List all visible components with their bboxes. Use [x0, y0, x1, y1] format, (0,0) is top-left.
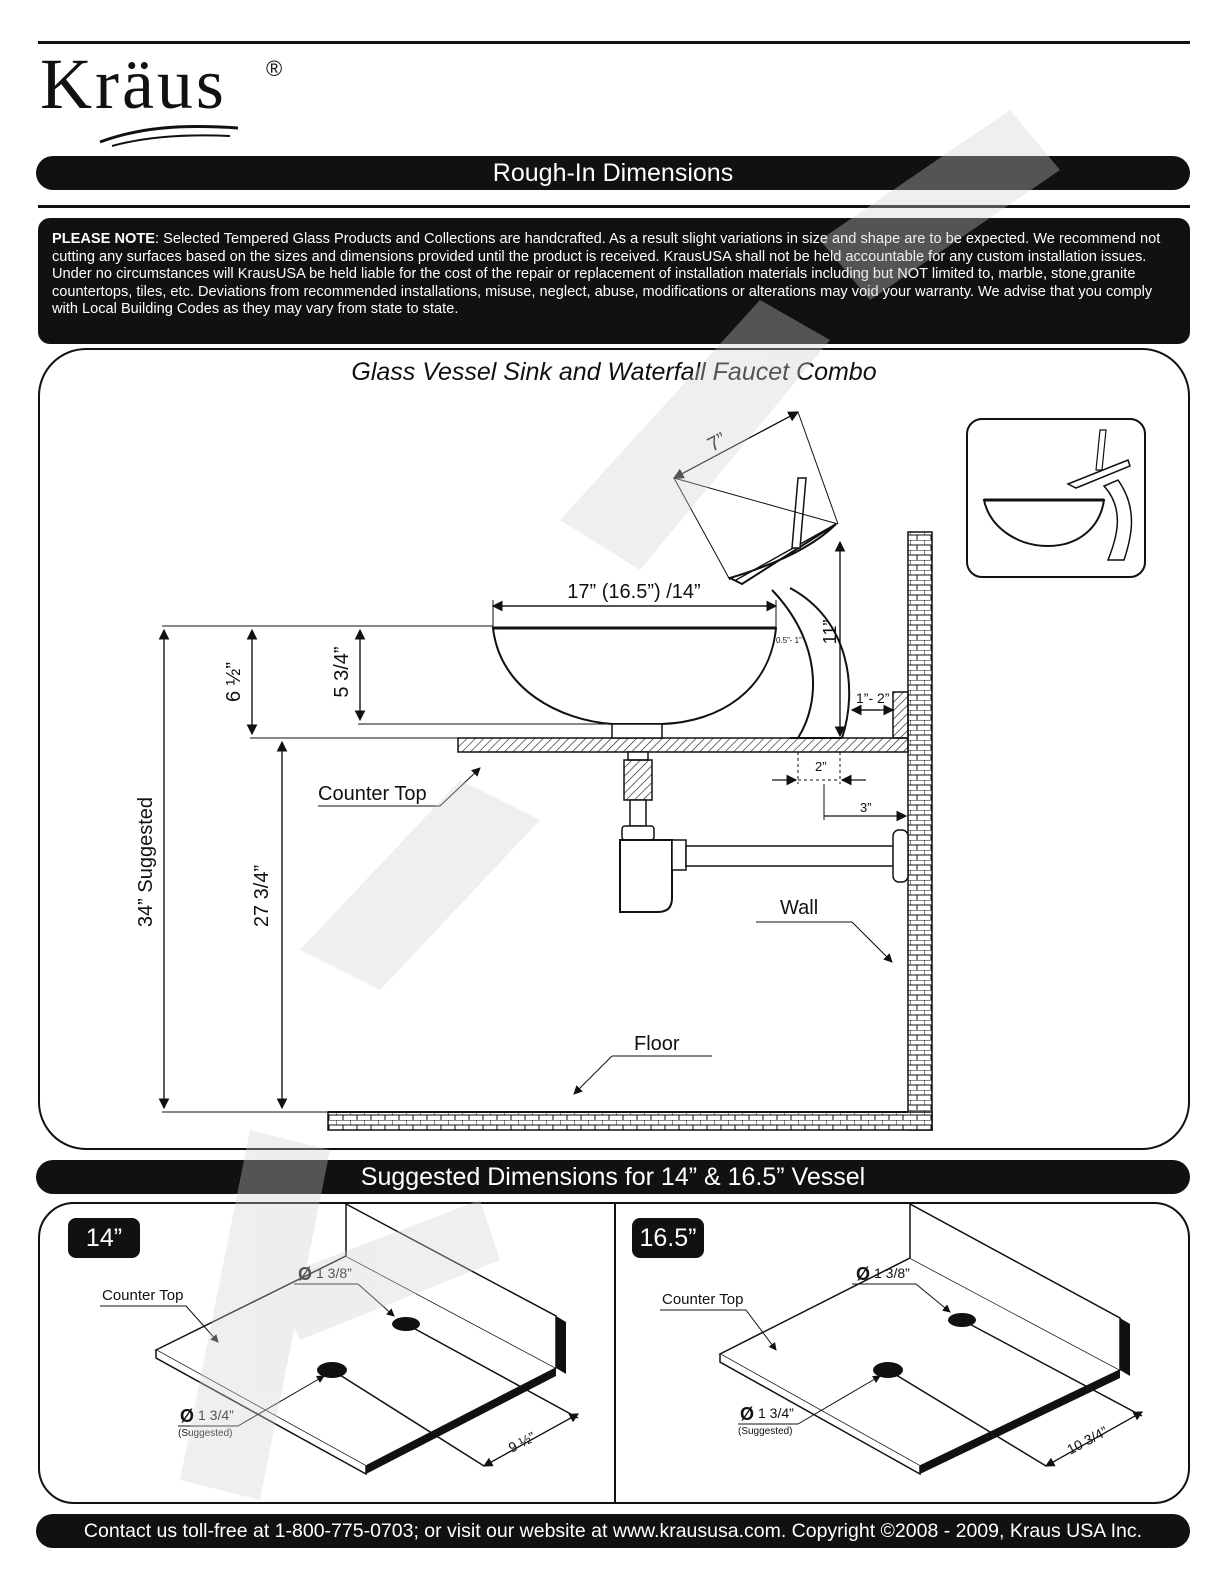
diameter-icon: Ø [298, 1264, 312, 1284]
product-thumbnail [966, 418, 1146, 578]
dim-total-sink-height: 6 ½” [223, 662, 245, 702]
logo-wordmark: Kräus [40, 44, 227, 124]
rough-in-diagram: 7” 17” (16.5”) /14” 0.5”- 1” 11” 1”- 2” … [135, 411, 933, 1131]
main-diagram-title: Glass Vessel Sink and Waterfall Faucet C… [351, 358, 877, 386]
counter-top [457, 737, 909, 753]
drain-note-14: (Suggested) [178, 1428, 232, 1439]
registered-mark: ® [266, 56, 283, 81]
footer-contact-bar: Contact us toll-free at 1-800-775-0703; … [36, 1514, 1190, 1548]
p-trap [619, 839, 673, 913]
note-text: : Selected Tempered Glass Products and C… [52, 231, 1161, 318]
drain-pipe [627, 751, 649, 761]
dim-spacing-16-5: 10 3/4” [1064, 1423, 1110, 1458]
dim-drain-hole-14: 1 3/4” [198, 1407, 234, 1423]
label-counter-top: Counter Top [318, 783, 427, 805]
dim-counter-height: 27 3/4” [251, 865, 273, 927]
drain-note-16-5: (Suggested) [738, 1426, 792, 1437]
label-floor: Floor [634, 1033, 680, 1055]
header-title-bar: Rough-In Dimensions [36, 156, 1190, 190]
dim-drain-hole-16-5: 1 3/4” [758, 1405, 794, 1421]
diameter-icon: Ø [856, 1264, 870, 1284]
dim-wall-gap: 1”- 2” [856, 690, 890, 706]
tag-14: 14” [68, 1218, 140, 1258]
tag-16-5: 16.5” [632, 1218, 704, 1258]
dim-spacing-14: 9 ½” [506, 1428, 539, 1455]
floor [327, 1111, 933, 1131]
dim-faucet-height: 11” [820, 620, 840, 645]
backsplash [892, 691, 909, 739]
dim-rim-gap: 0.5”- 1” [776, 636, 802, 645]
dim-faucet-spout: 7” [704, 429, 730, 457]
wall [907, 531, 933, 1131]
note-label: PLEASE NOTE [52, 231, 155, 247]
wall-pipe [685, 845, 897, 867]
please-note-box: PLEASE NOTE: Selected Tempered Glass Pro… [38, 218, 1190, 344]
kraus-logo: Kräus ® [40, 48, 300, 148]
panel-divider [614, 1204, 616, 1502]
dim-faucet-hole-16-5: 1 3/8” [874, 1265, 910, 1281]
dim-bowl-depth: 5 3/4” [331, 646, 353, 697]
counter-diagram-14: 9 ½” Counter Top Ø 1 3/8” Ø 1 3/4” (Sugg… [100, 1204, 580, 1476]
label-wall: Wall [780, 897, 818, 919]
label-counter-top-14: Counter Top [102, 1287, 183, 1304]
top-rule [38, 41, 1190, 44]
counter-diagram-16-5: 10 3/4” Counter Top Ø 1 3/8” Ø 1 3/4” (S… [660, 1204, 1144, 1476]
diameter-icon: Ø [180, 1406, 194, 1426]
dim-drain-wall-offset: 3” [860, 800, 872, 815]
diameter-icon: Ø [740, 1404, 754, 1424]
dim-suggested-height: 34” Suggested [135, 797, 157, 927]
dim-sink-diameter: 17” (16.5”) /14” [567, 581, 700, 603]
logo-wave-icon [99, 125, 239, 147]
dim-faucet-hole-14: 1 3/8” [316, 1265, 352, 1281]
dim-faucet-base-offset: 2” [815, 759, 827, 774]
vessel-sink [491, 627, 778, 725]
suggested-dimensions-title-bar: Suggested Dimensions for 14” & 16.5” Ves… [36, 1160, 1190, 1194]
vessel-faucet-thumbnail-icon [982, 429, 1133, 561]
label-counter-top-16-5: Counter Top [662, 1291, 743, 1308]
sink-base [611, 723, 663, 739]
mid-rule [38, 205, 1190, 208]
